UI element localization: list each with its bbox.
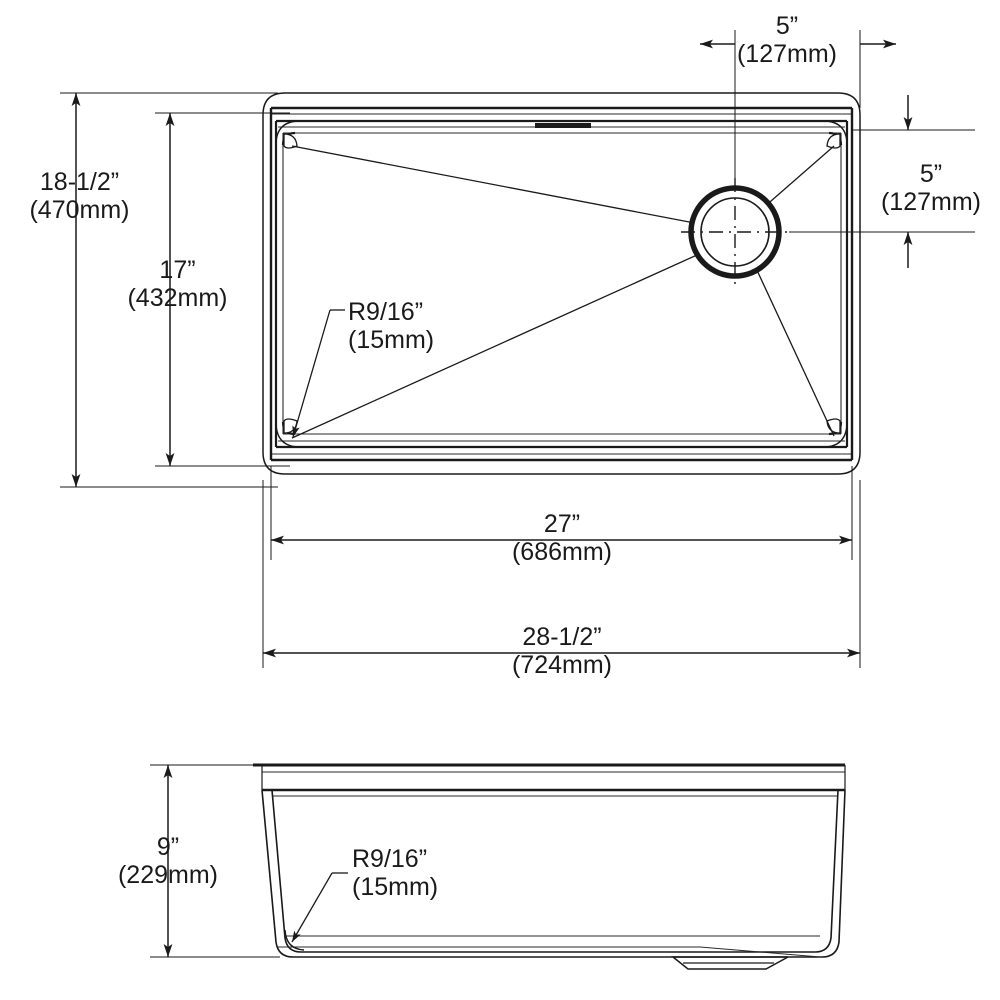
label-bowl-depth: 17” (432mm) [127,256,228,312]
label-drain-offset-x: 5” (127mm) [736,12,837,68]
basin-fold-bottom-right [754,265,835,437]
label-corner-radius-top-view: R9/16” (15mm) [348,298,435,354]
deck-outline [262,92,861,475]
label-overall-width: 28-1/2” (724mm) [511,623,612,679]
corner-fillet-outer-bottom-left [275,421,301,448]
rim-notch-icon [535,123,591,128]
corner-blob-top-right [826,133,841,149]
basin-fold-top-right [762,145,835,209]
label-drain-offset-y: 5” (127mm) [880,160,981,216]
elevation-view-dimensions [150,764,348,958]
elev-bowl-bottom-slope [699,946,821,958]
elev-corner-fillet-bottom-left [284,929,305,951]
label-bowl-width: 27” (686mm) [511,510,612,566]
basin-fold-top-left [291,145,706,226]
elev-bowl-outline-back [261,789,846,958]
corner-fillet-outer-bottom-right [822,421,848,448]
leader-line-radius-top-view [292,309,331,438]
corner-fillet-outer-top-left [275,120,301,146]
elev-bowl-outline-front [271,789,839,953]
basin-fold-bottom-left [291,249,709,439]
elevation-view-sink-body [253,763,846,970]
label-corner-radius-elev-view: R9/16” (15mm) [352,845,439,901]
corner-fillet-outer-top-right [822,120,848,146]
label-bowl-height: 9” (229mm) [117,833,218,889]
corner-blob-top-left [283,133,298,149]
leader-line-radius-elev-view [291,872,333,943]
top-view-dimensions [60,30,975,668]
top-view-sink-body [262,92,861,475]
label-overall-depth: 18-1/2” (470mm) [29,168,130,224]
elev-drain-boss [670,956,789,970]
